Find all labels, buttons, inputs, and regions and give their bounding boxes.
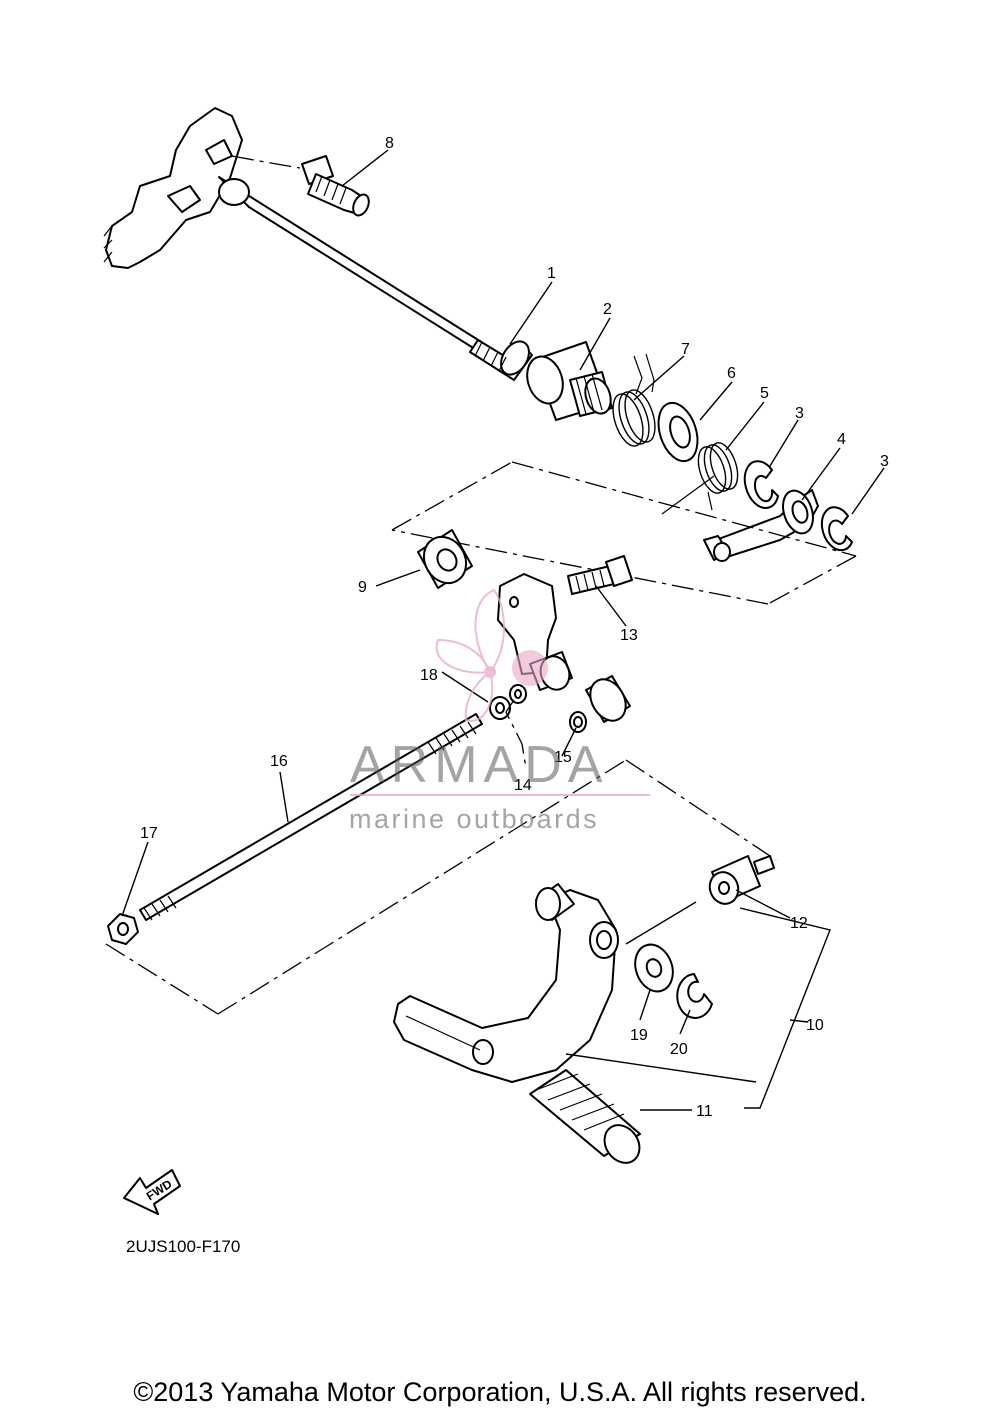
stud-bolt: [231, 155, 370, 217]
callout-labels: 8 1 2 7 6 5 3 4 3 9 13 18 15 14 16 17 12…: [140, 135, 889, 1120]
callout-18: 18: [420, 667, 438, 684]
shift-rod: [139, 713, 483, 921]
rod-nut: [107, 913, 139, 945]
part-code: 2UJS100-F170: [126, 1237, 240, 1256]
leader-lines: [121, 149, 885, 1111]
group-bracket-middle: [105, 699, 777, 1015]
shift-pedal: [393, 883, 619, 1083]
watermark-brand: ARMADA: [350, 736, 608, 794]
callout-13: 13: [620, 627, 638, 644]
bolt: [567, 555, 633, 595]
shift-arm: [703, 489, 819, 562]
callout-3-upper: 3: [795, 405, 804, 422]
callout-17: 17: [140, 825, 158, 842]
pedal-washer: [634, 943, 674, 993]
e-clip: [676, 973, 713, 1019]
callout-20: 20: [670, 1041, 688, 1058]
return-spring: [612, 353, 656, 447]
group-bracket-upper: [391, 461, 857, 605]
callout-3-lower: 3: [880, 453, 889, 470]
callout-11: 11: [696, 1103, 713, 1120]
callout-9: 9: [358, 579, 367, 596]
callout-12: 12: [790, 915, 808, 932]
callout-10: 10: [806, 1017, 824, 1034]
callout-14: 14: [514, 777, 532, 794]
circlip-lower: [820, 506, 853, 552]
callout-6: 6: [727, 365, 736, 382]
watermark: ARMADA marine outboards: [349, 588, 650, 834]
torsion-spring: [661, 442, 739, 515]
collar: [526, 341, 613, 421]
footpeg-rubber: [529, 1069, 641, 1164]
callout-15: 15: [554, 749, 572, 766]
circlip-upper: [743, 460, 779, 509]
callout-8: 8: [385, 135, 394, 152]
bearing: [417, 529, 473, 589]
rod-joint: [708, 855, 775, 905]
callout-4: 4: [837, 431, 846, 448]
callout-7: 7: [681, 341, 690, 358]
rod-end-cap: [569, 675, 631, 733]
nuts: [489, 684, 527, 720]
callout-1: 1: [547, 265, 556, 282]
callout-2: 2: [603, 301, 612, 318]
callout-16: 16: [270, 753, 288, 770]
copyright-notice: ©2013 Yamaha Motor Corporation, U.S.A. A…: [133, 1377, 867, 1407]
shift-shaft: [103, 107, 533, 381]
fwd-arrow: FWD: [123, 1169, 181, 1215]
watermark-tagline: marine outboards: [349, 804, 599, 834]
washer: [657, 401, 699, 463]
callout-19: 19: [630, 1027, 648, 1044]
callout-5: 5: [760, 385, 769, 402]
propeller-logo-icon: [435, 588, 548, 722]
